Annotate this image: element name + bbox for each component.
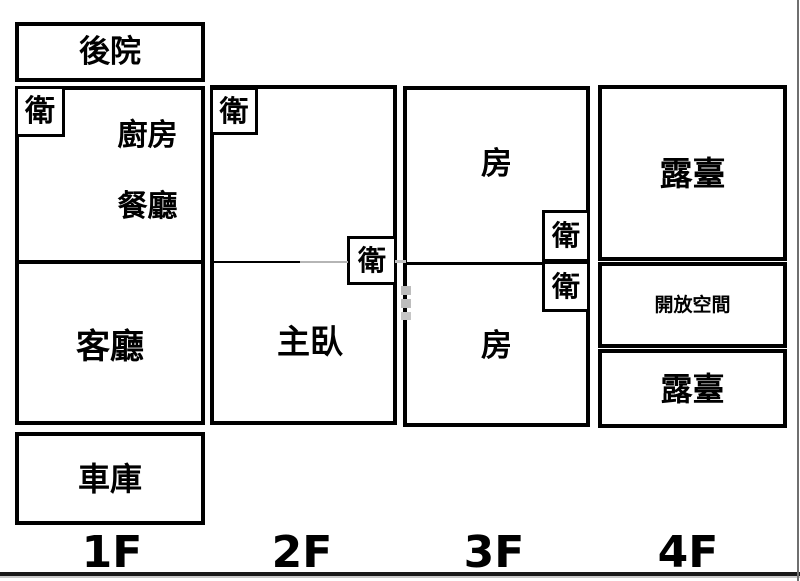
backyard-label: 後院 (79, 33, 141, 70)
right-window-edge (797, 0, 799, 581)
bathroom-label-3f-lower: 衛 (551, 269, 580, 303)
floor3-divider (407, 262, 586, 265)
bathroom-box-2f-lower: 衛 (347, 236, 397, 285)
bathroom-label-1f: 衛 (25, 93, 55, 129)
floor1-divider (19, 260, 201, 264)
terrace-back-label: 露臺 (660, 369, 725, 408)
watermark-artifact (401, 312, 411, 320)
terrace-back-box: 露臺 (598, 349, 787, 428)
bottom-window-edge-shadow (0, 576, 800, 578)
master-bedroom-label: 主臥 (277, 322, 343, 361)
watermark-artifact (401, 299, 411, 308)
garage-box: 車庫 (15, 432, 205, 525)
dining-room-label: 餐廳 (117, 189, 178, 224)
floor-label-3f: 3F (463, 527, 525, 578)
bathroom-box-2f-upper: 衛 (210, 87, 258, 135)
watermark-artifact (395, 260, 406, 263)
floor-label-2f: 2F (271, 527, 333, 578)
terrace-front-label: 露臺 (659, 153, 726, 193)
garage-label: 車庫 (77, 459, 142, 498)
watermark-artifact (401, 286, 411, 295)
backyard-box: 後院 (15, 22, 205, 82)
open-space-box: 開放空間 (598, 262, 787, 348)
watermark-artifact (300, 261, 348, 263)
floor-label-1f: 1F (81, 527, 143, 578)
floor1-box (15, 86, 205, 425)
bathroom-box-3f-upper: 衛 (542, 210, 590, 262)
terrace-front-box: 露臺 (598, 85, 787, 261)
bathroom-label-2f-lower: 衛 (357, 243, 386, 277)
kitchen-label: 廚房 (117, 118, 178, 153)
bottom-window-edge (0, 572, 800, 576)
bathroom-box-1f: 衛 (15, 86, 65, 137)
room-label-3f-back: 房 (481, 328, 512, 364)
room-label-3f-front: 房 (481, 146, 512, 182)
bathroom-label-3f-upper: 衛 (551, 219, 580, 252)
floor-label-4f: 4F (657, 527, 719, 578)
bathroom-box-3f-lower: 衛 (542, 261, 590, 312)
bathroom-label-2f-upper: 衛 (219, 93, 249, 128)
living-room-label: 客廳 (76, 327, 144, 367)
open-space-label: 開放空間 (654, 293, 731, 316)
